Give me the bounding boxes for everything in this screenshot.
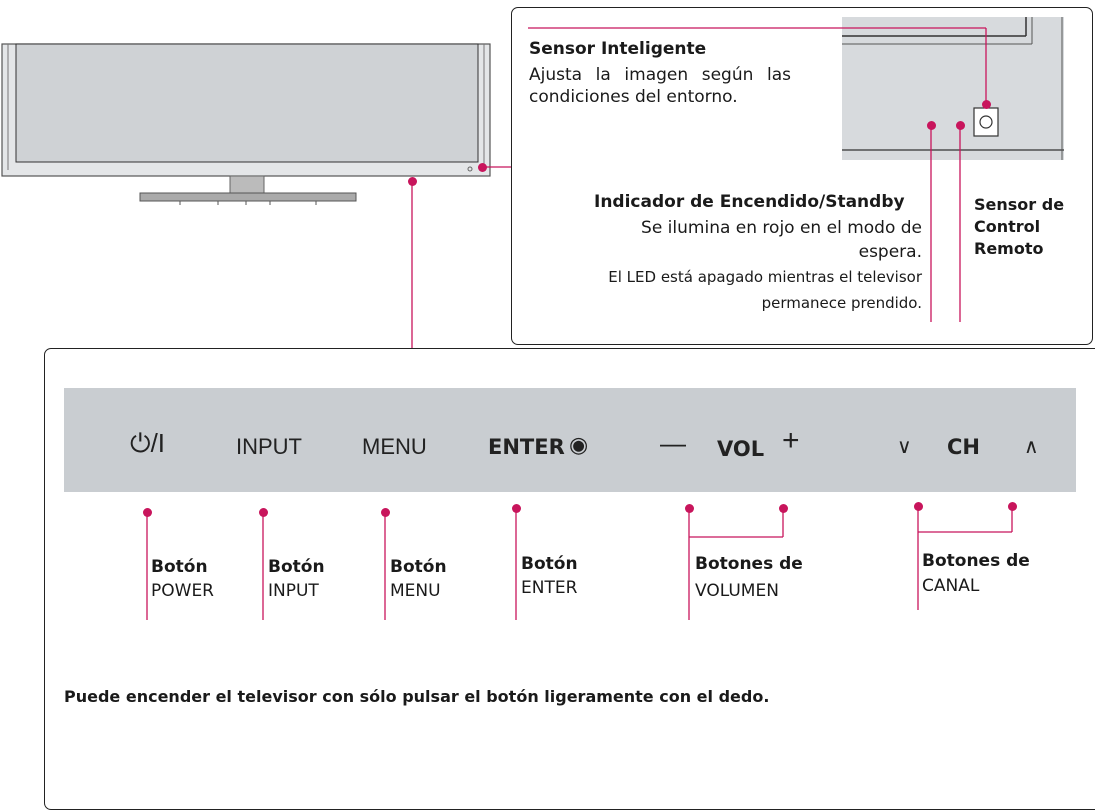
enter-button-pin bbox=[512, 504, 521, 513]
control-button-strip bbox=[64, 388, 1076, 492]
remote-sensor-pin bbox=[956, 121, 965, 130]
channel-label: CH bbox=[947, 435, 980, 459]
power-label-line1: Botón bbox=[151, 557, 208, 577]
tv-bottom-pin bbox=[408, 177, 417, 186]
channel-label-line1: Botones de bbox=[922, 551, 1030, 571]
enter-button-label[interactable]: ENTER bbox=[488, 435, 565, 459]
channel-up-button[interactable]: ∧ bbox=[1024, 436, 1039, 458]
power-label-line2: POWER bbox=[151, 581, 214, 601]
enter-circle-icon: ◉ bbox=[569, 432, 589, 457]
input-label-line2: INPUT bbox=[268, 581, 319, 601]
menu-label-line1: Botón bbox=[390, 557, 447, 577]
power-indicator-line4: permanece prendido. bbox=[761, 294, 922, 312]
volume-plus-button[interactable]: + bbox=[782, 424, 800, 457]
vol-minus-pin bbox=[685, 504, 694, 513]
ch-up-pin bbox=[1008, 502, 1017, 511]
input-button-pin bbox=[259, 508, 268, 517]
power-indicator-pin bbox=[927, 121, 936, 130]
power-button-symbol[interactable]: ⏻/I bbox=[130, 428, 166, 458]
sensor-description: Ajusta la imagen según las condiciones d… bbox=[529, 65, 791, 107]
menu-button-label[interactable]: MENU bbox=[362, 434, 427, 459]
usage-note: Puede encender el televisor con sólo pul… bbox=[64, 687, 770, 706]
zoomed-bezel bbox=[842, 17, 1064, 160]
volume-label: VOL bbox=[717, 437, 765, 461]
enter-label-line2: ENTER bbox=[521, 578, 578, 598]
remote-sensor-line3: Remoto bbox=[974, 239, 1044, 258]
menu-button-pin bbox=[381, 508, 390, 517]
power-button-pin bbox=[143, 508, 152, 517]
tv-illustration bbox=[1, 43, 491, 205]
power-indicator-line1: Se ilumina en rojo en el modo de bbox=[641, 218, 922, 238]
enter-label-line1: Botón bbox=[521, 554, 578, 574]
power-indicator-title: Indicador de Encendido/Standby bbox=[594, 192, 905, 212]
power-indicator-line2: espera. bbox=[858, 242, 922, 262]
remote-sensor-line2: Control bbox=[974, 217, 1041, 236]
power-indicator-line3: El LED está apagado mientras el televiso… bbox=[608, 268, 922, 286]
channel-label-line2: CANAL bbox=[922, 576, 980, 596]
menu-label-line2: MENU bbox=[390, 581, 441, 601]
volume-minus-button[interactable]: — bbox=[660, 428, 686, 458]
sensor-pin bbox=[982, 100, 991, 109]
tv-corner-pin bbox=[478, 163, 487, 172]
remote-sensor-line1: Sensor de bbox=[974, 195, 1065, 214]
sensor-title: Sensor Inteligente bbox=[529, 39, 707, 59]
volume-label-line1: Botones de bbox=[695, 554, 803, 574]
input-label-line1: Botón bbox=[268, 557, 325, 577]
volume-label-line2: VOLUMEN bbox=[695, 581, 779, 601]
vol-plus-pin bbox=[779, 504, 788, 513]
input-button-label[interactable]: INPUT bbox=[236, 434, 302, 459]
ch-down-pin bbox=[914, 502, 923, 511]
channel-down-button[interactable]: ∨ bbox=[897, 436, 912, 458]
